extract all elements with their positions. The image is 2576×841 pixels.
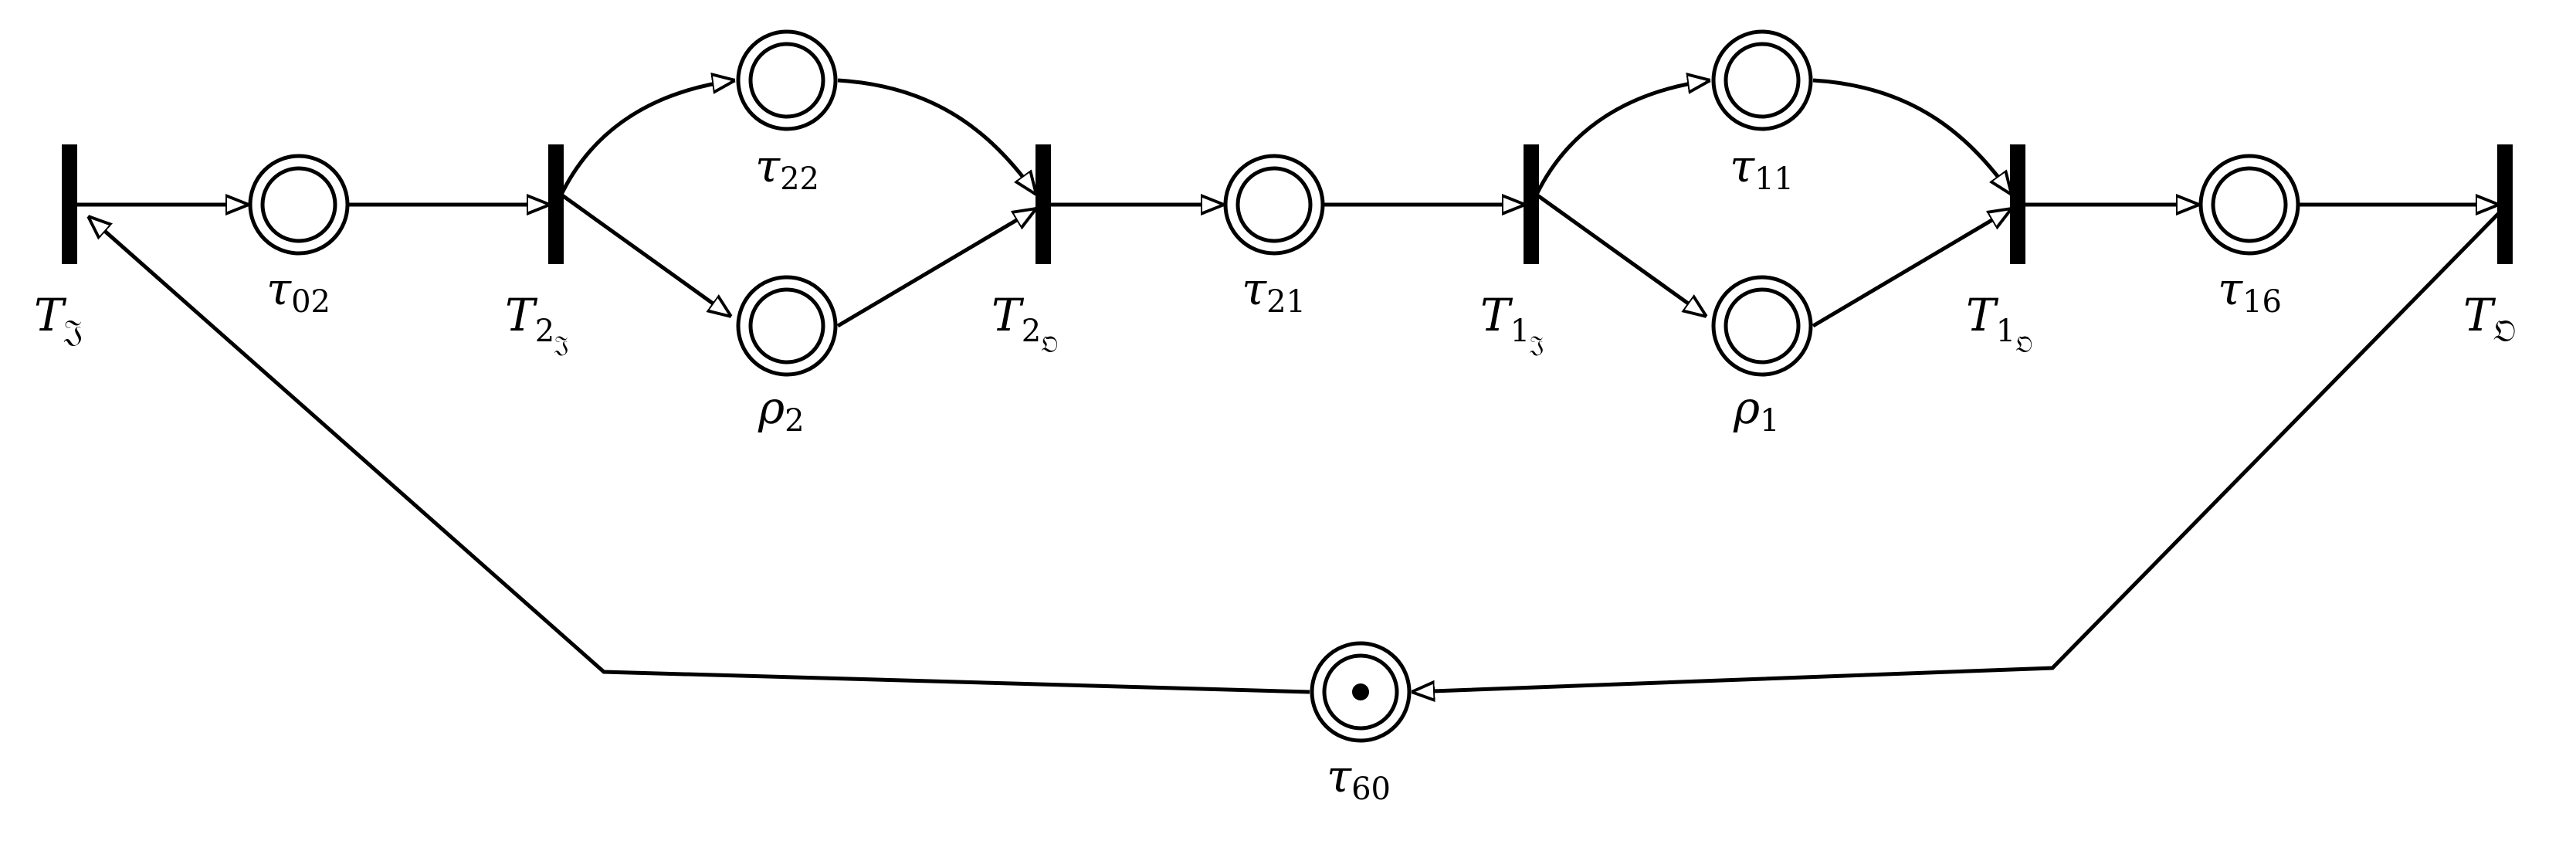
labels: T𝔍 T2𝔍 T2𝔒 T1𝔍 T1𝔒 T𝔒 τ02 τ22 ρ2 τ21 bbox=[34, 140, 2516, 807]
arc-Tout-tau60 bbox=[1412, 209, 2503, 692]
arc-tau22-T2out bbox=[837, 78, 1036, 195]
transitions bbox=[62, 144, 2513, 264]
place-rho1 bbox=[1711, 275, 1813, 377]
arcs bbox=[73, 78, 2503, 694]
label-tau22: τ22 bbox=[755, 140, 819, 197]
label-T-1out: T1𝔒 bbox=[1966, 289, 2032, 358]
arc-tau11-T1out bbox=[1812, 78, 2012, 195]
place-tau02 bbox=[248, 154, 350, 256]
label-tau21: τ21 bbox=[1242, 263, 1306, 320]
label-rho1: ρ1 bbox=[1733, 382, 1780, 439]
transition-T-1out bbox=[2010, 144, 2025, 264]
place-tau11 bbox=[1711, 29, 1813, 131]
arc-T1in-tau11 bbox=[1532, 80, 1710, 201]
label-T-in: T𝔍 bbox=[34, 289, 83, 349]
label-T-2in: T2𝔍 bbox=[505, 289, 569, 358]
places bbox=[248, 29, 2300, 743]
arc-T2in-rho2 bbox=[558, 191, 731, 317]
arc-T2in-tau22 bbox=[557, 80, 735, 201]
label-tau11: τ11 bbox=[1730, 140, 1794, 197]
arc-tau60-Tin bbox=[88, 216, 1310, 694]
transition-T-out bbox=[2497, 144, 2513, 264]
label-tau60: τ60 bbox=[1327, 750, 1391, 807]
place-tau21 bbox=[1223, 154, 1325, 256]
label-tau16: τ16 bbox=[2218, 263, 2282, 320]
label-T-out: T𝔒 bbox=[2463, 289, 2516, 349]
arc-rho2-T2out bbox=[836, 209, 1036, 328]
label-T-1in: T1𝔍 bbox=[1480, 289, 1544, 358]
place-tau22 bbox=[736, 29, 838, 131]
arc-rho1-T1out bbox=[1812, 209, 2012, 328]
label-tau02: τ02 bbox=[266, 263, 330, 320]
label-rho2: ρ2 bbox=[758, 382, 805, 439]
transition-T-1in bbox=[1524, 144, 1539, 264]
transition-T-2in bbox=[548, 144, 564, 264]
arc-T1in-rho1 bbox=[1533, 191, 1707, 317]
token-dot bbox=[1352, 683, 1369, 700]
place-rho2 bbox=[736, 275, 838, 377]
transition-T-in bbox=[62, 144, 77, 264]
transition-T-2out bbox=[1035, 144, 1051, 264]
place-tau16 bbox=[2198, 154, 2300, 256]
label-T-2out: T2𝔒 bbox=[991, 289, 1058, 358]
